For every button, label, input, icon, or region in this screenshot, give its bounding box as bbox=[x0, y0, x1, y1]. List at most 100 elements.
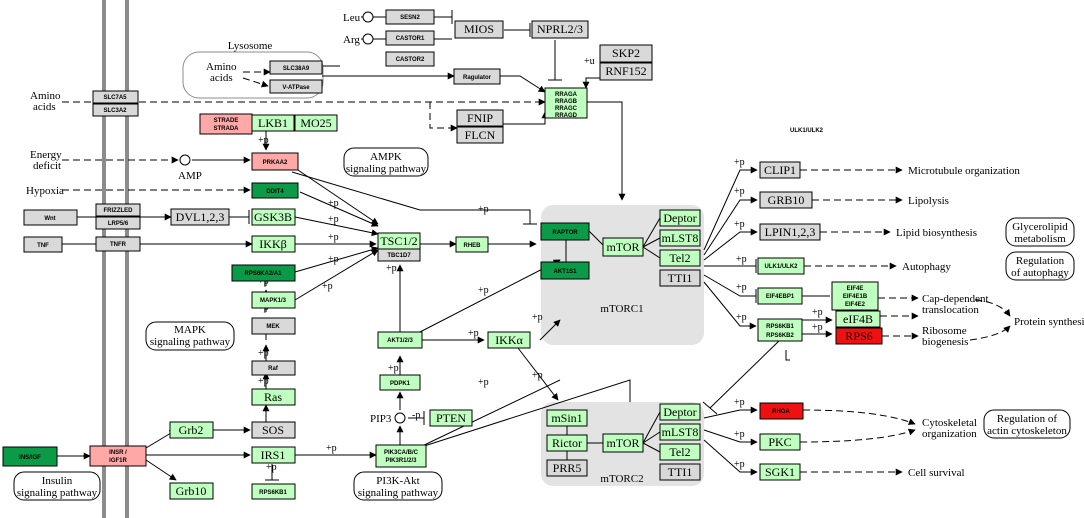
svg-text:Wnt: Wnt bbox=[44, 216, 55, 222]
svg-text:RRAGB: RRAGB bbox=[555, 99, 578, 105]
pi3k-pathway-box[interactable] bbox=[353, 471, 443, 501]
slc3a2-node[interactable] bbox=[92, 103, 139, 117]
insr-node[interactable] bbox=[89, 445, 147, 467]
castor2-node[interactable] bbox=[385, 51, 435, 67]
sesn2-node[interactable] bbox=[385, 9, 435, 25]
svg-text:V-ATPase: V-ATPase bbox=[282, 85, 310, 91]
tnf-node[interactable] bbox=[23, 236, 63, 253]
svg-text:mTOR: mTOR bbox=[606, 240, 639, 254]
svg-text:Ras: Ras bbox=[264, 390, 282, 404]
ikkb-node[interactable] bbox=[251, 235, 296, 253]
lkb1-node[interactable] bbox=[251, 114, 295, 132]
castor1-node[interactable] bbox=[385, 30, 435, 46]
rps6kb1-low-node[interactable] bbox=[251, 483, 296, 500]
insulin-pathway-box[interactable] bbox=[13, 471, 101, 501]
skp2-node[interactable] bbox=[599, 44, 653, 63]
pten-node[interactable] bbox=[429, 409, 473, 427]
gsk3b-node[interactable] bbox=[251, 208, 296, 226]
tnfr-node[interactable] bbox=[95, 236, 141, 252]
grb2-node[interactable] bbox=[169, 421, 214, 439]
nprl23-node[interactable] bbox=[531, 20, 589, 39]
irs1-node[interactable] bbox=[251, 446, 296, 464]
eif4e-node[interactable] bbox=[831, 281, 879, 311]
cytoskeletal-label-2: organization bbox=[922, 428, 977, 440]
svg-text:Insulin: Insulin bbox=[42, 475, 73, 487]
svg-text:SLC3A2: SLC3A2 bbox=[103, 108, 127, 114]
mapk-pathway-box[interactable] bbox=[145, 321, 235, 351]
lrp56-node[interactable] bbox=[95, 216, 141, 230]
autophagy-label: Autophagy bbox=[902, 261, 951, 273]
ragulator-node[interactable] bbox=[453, 68, 501, 85]
grb10-right-node[interactable] bbox=[759, 191, 813, 209]
akt1s1-node[interactable] bbox=[540, 261, 590, 280]
lysosome-outline bbox=[182, 51, 324, 99]
rrag-node[interactable] bbox=[544, 87, 588, 119]
wnt-node[interactable] bbox=[23, 209, 78, 226]
svg-text:RPS6KB1: RPS6KB1 bbox=[259, 490, 287, 496]
slc38a9-node[interactable] bbox=[269, 60, 323, 75]
svg-text:+u: +u bbox=[584, 56, 595, 67]
svg-text:Grb10: Grb10 bbox=[176, 484, 207, 498]
eif4ebp1-node[interactable] bbox=[757, 287, 803, 305]
tti1-1-node[interactable] bbox=[659, 269, 701, 287]
svg-text:LRP5/6: LRP5/6 bbox=[108, 221, 129, 227]
ikka-node[interactable] bbox=[487, 331, 531, 349]
svg-text:signaling pathway: signaling pathway bbox=[17, 487, 98, 499]
svg-text:AKT1/2/3: AKT1/2/3 bbox=[387, 338, 413, 344]
lpin-node[interactable] bbox=[759, 223, 821, 241]
pi3k-node[interactable] bbox=[375, 444, 427, 468]
reg-autophagy-box[interactable] bbox=[1005, 251, 1075, 281]
clip1-node[interactable] bbox=[759, 161, 801, 179]
frizzled-node[interactable] bbox=[95, 203, 141, 217]
lipid-bio-label: Lipid biosynthesis bbox=[896, 227, 977, 239]
svg-text:Tel2: Tel2 bbox=[669, 251, 690, 265]
akt123-node[interactable] bbox=[377, 331, 423, 349]
ampk-pathway-box[interactable] bbox=[343, 147, 429, 177]
fnip-node[interactable] bbox=[456, 109, 504, 127]
svg-text:signaling pathway: signaling pathway bbox=[150, 336, 231, 348]
rps6kb-node[interactable] bbox=[757, 318, 803, 342]
svg-text:EIF4E: EIF4E bbox=[847, 286, 864, 292]
reg-actin-box[interactable] bbox=[983, 409, 1071, 439]
eif4b-node[interactable] bbox=[835, 310, 881, 328]
pdpk1-node[interactable] bbox=[379, 374, 421, 391]
mo25-node[interactable] bbox=[294, 114, 338, 132]
slc7a5-node[interactable] bbox=[92, 90, 139, 104]
svg-text:LPIN1,2,3: LPIN1,2,3 bbox=[765, 225, 816, 239]
sos-node[interactable] bbox=[251, 421, 296, 439]
mapk13-node[interactable] bbox=[251, 291, 296, 309]
flcn-node[interactable] bbox=[456, 126, 504, 144]
svg-text:PDPK1: PDPK1 bbox=[390, 381, 411, 387]
mios-node[interactable] bbox=[454, 20, 504, 39]
amp-label: AMP bbox=[178, 170, 202, 182]
svg-text:+p: +p bbox=[736, 254, 747, 265]
svg-text:+p: +p bbox=[812, 307, 823, 318]
grb10-node[interactable] bbox=[169, 482, 214, 500]
mek-node[interactable] bbox=[251, 317, 296, 335]
tbc1d7-node[interactable] bbox=[377, 248, 421, 262]
svg-text:CASTOR1: CASTOR1 bbox=[396, 36, 425, 42]
rnf152-node[interactable] bbox=[599, 62, 653, 81]
prkaa2-node[interactable] bbox=[251, 152, 299, 171]
v-atpase-node[interactable] bbox=[269, 79, 323, 94]
svg-text:SLC7A5: SLC7A5 bbox=[103, 95, 127, 101]
rps6-node[interactable] bbox=[835, 327, 883, 345]
svg-text:INSR /: INSR / bbox=[109, 450, 127, 456]
raf-node[interactable] bbox=[251, 360, 296, 376]
sgk1-node[interactable] bbox=[759, 463, 801, 481]
svg-text:+p: +p bbox=[328, 254, 339, 265]
tti1-2-node[interactable] bbox=[659, 463, 701, 481]
cytoskeletal-label: Cytoskeletal bbox=[922, 417, 977, 429]
ulk12-node[interactable] bbox=[757, 257, 805, 275]
ddit4-node[interactable] bbox=[251, 182, 299, 199]
rhoa-node[interactable] bbox=[759, 402, 804, 420]
pkc-node[interactable] bbox=[759, 433, 801, 451]
dvl-node[interactable] bbox=[170, 208, 230, 226]
glycerolipid-box[interactable] bbox=[1005, 217, 1075, 247]
rheb-node[interactable] bbox=[455, 236, 489, 253]
svg-text:INS/IGF: INS/IGF bbox=[19, 455, 41, 461]
ras-node[interactable] bbox=[251, 388, 296, 406]
insigf-node[interactable] bbox=[2, 446, 58, 467]
rps6ka-node[interactable] bbox=[231, 264, 296, 282]
svg-text:DVL1,2,3: DVL1,2,3 bbox=[176, 210, 225, 224]
